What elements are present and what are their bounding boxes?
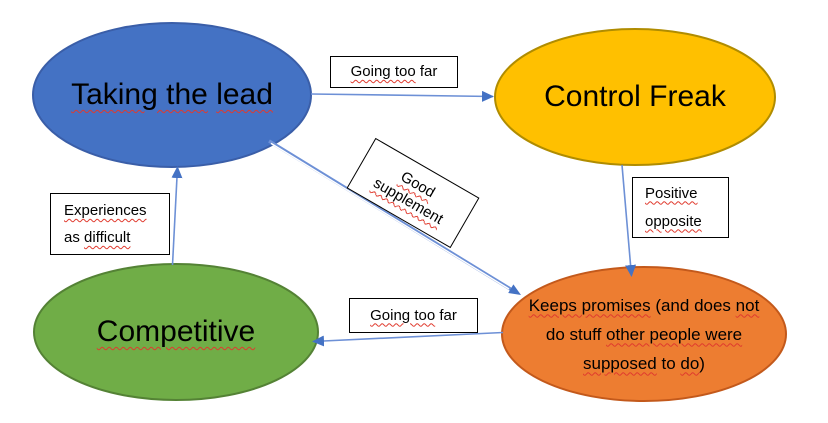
arrow-line-inner-gap <box>270 142 510 290</box>
text-run: Control Freak <box>544 80 726 113</box>
text-run: opposite <box>645 212 702 230</box>
node-label-keeps-promises: Keeps promises (and does not do stuff ot… <box>504 270 784 398</box>
text-run: Going too <box>370 306 436 324</box>
arrow-taking-to-control[interactable] <box>310 90 494 102</box>
text-run: lead <box>216 78 273 111</box>
arrowhead-icon <box>508 284 521 295</box>
text-run: (and does <box>650 295 736 315</box>
node-label-taking-the-lead: Taking the lead <box>33 23 311 167</box>
text-run: supposed <box>583 353 657 373</box>
node-label-control-freak: Control Freak <box>495 29 775 165</box>
text-run: far <box>435 306 457 324</box>
text-run: not <box>735 295 760 315</box>
node-ellipse-control-freak[interactable] <box>494 28 776 166</box>
arrow-keeps-to-competitive[interactable] <box>312 331 504 347</box>
label-box-going-too-far-top[interactable]: Going too far <box>330 56 458 88</box>
text-run: difficult <box>84 229 131 246</box>
label-box-going-too-far-bottom[interactable]: Going too far <box>349 298 478 333</box>
node-ellipse-competitive[interactable] <box>33 263 319 401</box>
text-run: other people were <box>606 324 743 344</box>
arrow-taking-to-keeps[interactable] <box>268 139 521 295</box>
text-run: do stuff <box>545 324 607 344</box>
text-run: Taking the <box>71 78 208 111</box>
text-run: do <box>680 353 700 373</box>
text-run: as <box>64 229 85 246</box>
node-label-competitive: Competitive <box>34 264 318 400</box>
text-run: Experiences <box>64 202 147 219</box>
text-run: Keeps promises <box>528 295 651 315</box>
arrow-line-outer <box>268 139 513 292</box>
label-box-experiences-as-difficult[interactable]: Experiences as difficult <box>50 193 170 255</box>
arrow-competitive-to-taking[interactable] <box>171 166 183 266</box>
text-run: far <box>415 63 438 80</box>
text-run <box>208 78 216 111</box>
text-run: Competitive <box>96 315 256 348</box>
text-run: to <box>656 353 681 373</box>
label-box-positive-opposite[interactable]: Positive opposite <box>632 177 729 238</box>
arrow-control-to-keeps[interactable] <box>621 164 637 277</box>
text-run: ) <box>699 353 705 373</box>
text-run: Going too <box>350 63 416 80</box>
node-ellipse-keeps-promises[interactable] <box>501 266 787 402</box>
text-run: Positive <box>645 184 698 202</box>
